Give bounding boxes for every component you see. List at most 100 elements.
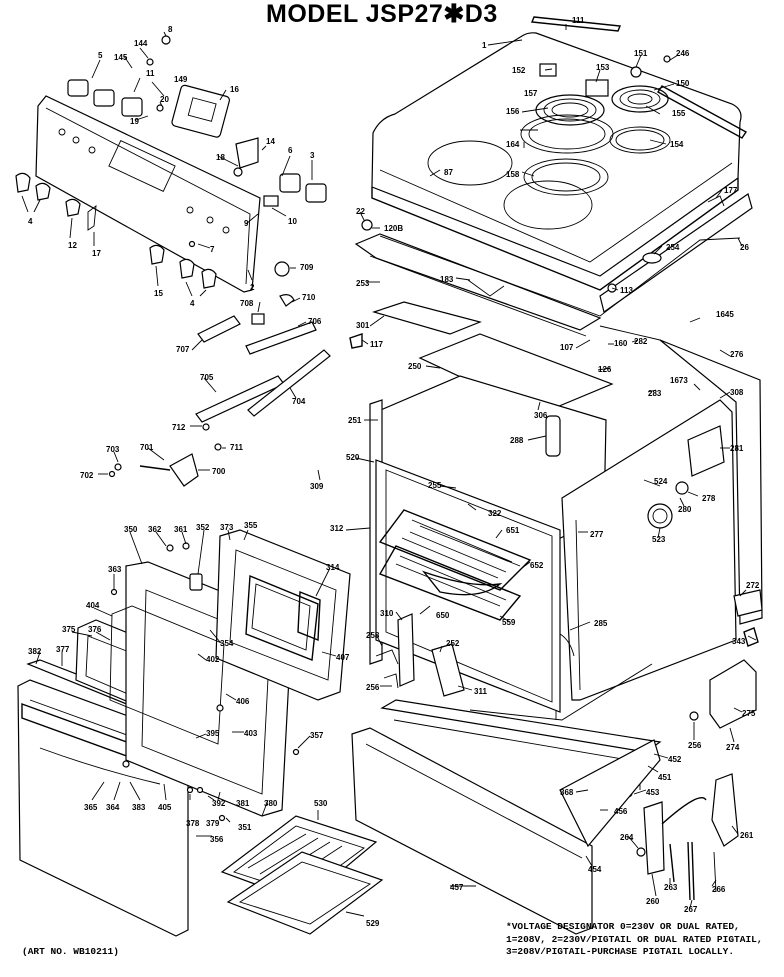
label-650: 650	[436, 611, 450, 620]
label-183: 183	[440, 275, 454, 284]
label-311: 311	[474, 687, 487, 696]
label-7: 7	[210, 245, 215, 254]
oven-body	[369, 325, 763, 857]
label-15: 15	[154, 289, 163, 298]
label-144: 144	[134, 39, 148, 48]
label-357: 357	[310, 731, 324, 740]
label-377: 377	[56, 645, 70, 654]
label-113: 113	[620, 286, 633, 295]
label-350: 350	[124, 525, 138, 534]
label-276: 276	[730, 350, 744, 359]
label-375: 375	[62, 625, 76, 634]
part-labels: 111 1 151 246 152 153 150 157 156 155 16…	[28, 16, 760, 928]
label-256-a: 256	[366, 683, 380, 692]
label-314: 314	[326, 563, 340, 572]
label-145: 145	[114, 53, 128, 62]
label-266: 266	[712, 885, 726, 894]
label-264: 264	[620, 833, 634, 842]
label-280: 280	[678, 505, 692, 514]
label-364: 364	[106, 803, 120, 812]
label-150: 150	[676, 79, 690, 88]
label-351: 351	[238, 823, 252, 832]
label-402: 402	[206, 655, 220, 664]
label-11: 11	[146, 69, 155, 78]
label-251: 251	[348, 416, 362, 425]
label-177: 177	[724, 186, 738, 195]
label-301: 301	[356, 321, 370, 330]
label-4-b: 4	[190, 299, 195, 308]
label-383: 383	[132, 803, 146, 812]
label-283: 283	[648, 389, 662, 398]
label-256-b: 256	[688, 741, 702, 750]
label-701: 701	[140, 443, 154, 452]
label-18: 18	[216, 153, 225, 162]
label-343: 343	[732, 637, 746, 646]
control-panel-assembly	[15, 35, 327, 293]
label-120B: 120B	[384, 224, 403, 233]
label-153: 153	[596, 63, 610, 72]
art-number: (ART NO. WB10211)	[22, 946, 119, 957]
label-381: 381	[236, 799, 250, 808]
label-457: 457	[450, 883, 464, 892]
label-529: 529	[366, 919, 380, 928]
label-322: 322	[488, 509, 502, 518]
label-255: 255	[428, 481, 442, 490]
label-260: 260	[646, 897, 660, 906]
label-158: 158	[506, 170, 520, 179]
label-362: 362	[148, 525, 162, 534]
label-706: 706	[308, 317, 322, 326]
label-2: 2	[250, 283, 255, 292]
label-453: 453	[646, 788, 660, 797]
label-712: 712	[172, 423, 186, 432]
label-160: 160	[614, 339, 628, 348]
label-277: 277	[590, 530, 604, 539]
label-151: 151	[634, 49, 648, 58]
leader-lines	[21, 24, 757, 917]
label-9: 9	[244, 219, 249, 228]
label-156: 156	[506, 107, 520, 116]
label-272: 272	[746, 581, 760, 590]
label-157: 157	[524, 89, 538, 98]
label-117: 117	[370, 340, 383, 349]
label-705: 705	[200, 373, 214, 382]
label-288: 288	[510, 436, 524, 445]
label-707: 707	[176, 345, 190, 354]
label-16: 16	[230, 85, 239, 94]
label-26: 26	[740, 243, 749, 252]
label-275: 275	[742, 709, 756, 718]
label-530: 530	[314, 799, 328, 808]
label-376: 376	[88, 625, 102, 634]
label-4-a: 4	[28, 217, 33, 226]
label-452: 452	[668, 755, 682, 764]
label-368: 368	[560, 788, 574, 797]
label-1: 1	[482, 41, 487, 50]
note-line-1: *VOLTAGE DESIGNATOR 0=230V OR DUAL RATED…	[506, 921, 740, 932]
label-14: 14	[266, 137, 275, 146]
label-282: 282	[634, 337, 648, 346]
label-154: 154	[670, 140, 684, 149]
label-403: 403	[244, 729, 258, 738]
label-651: 651	[506, 526, 520, 535]
label-126: 126	[598, 365, 612, 374]
label-155: 155	[672, 109, 686, 118]
label-306: 306	[534, 411, 548, 420]
label-382: 382	[28, 647, 42, 656]
label-708: 708	[240, 299, 254, 308]
label-361: 361	[174, 525, 188, 534]
label-520: 520	[346, 453, 360, 462]
label-373: 373	[220, 523, 234, 532]
label-19: 19	[130, 117, 139, 126]
label-149: 149	[174, 75, 188, 84]
label-111: 111	[572, 16, 585, 25]
label-253: 253	[356, 279, 370, 288]
label-310: 310	[380, 609, 394, 618]
voltage-designator-note: *VOLTAGE DESIGNATOR 0=230V OR DUAL RATED…	[506, 921, 763, 959]
label-8: 8	[168, 25, 173, 34]
label-524: 524	[654, 477, 668, 486]
label-20: 20	[160, 95, 169, 104]
label-278: 278	[702, 494, 716, 503]
label-710: 710	[302, 293, 316, 302]
label-700: 700	[212, 467, 226, 476]
label-309: 309	[310, 482, 324, 491]
